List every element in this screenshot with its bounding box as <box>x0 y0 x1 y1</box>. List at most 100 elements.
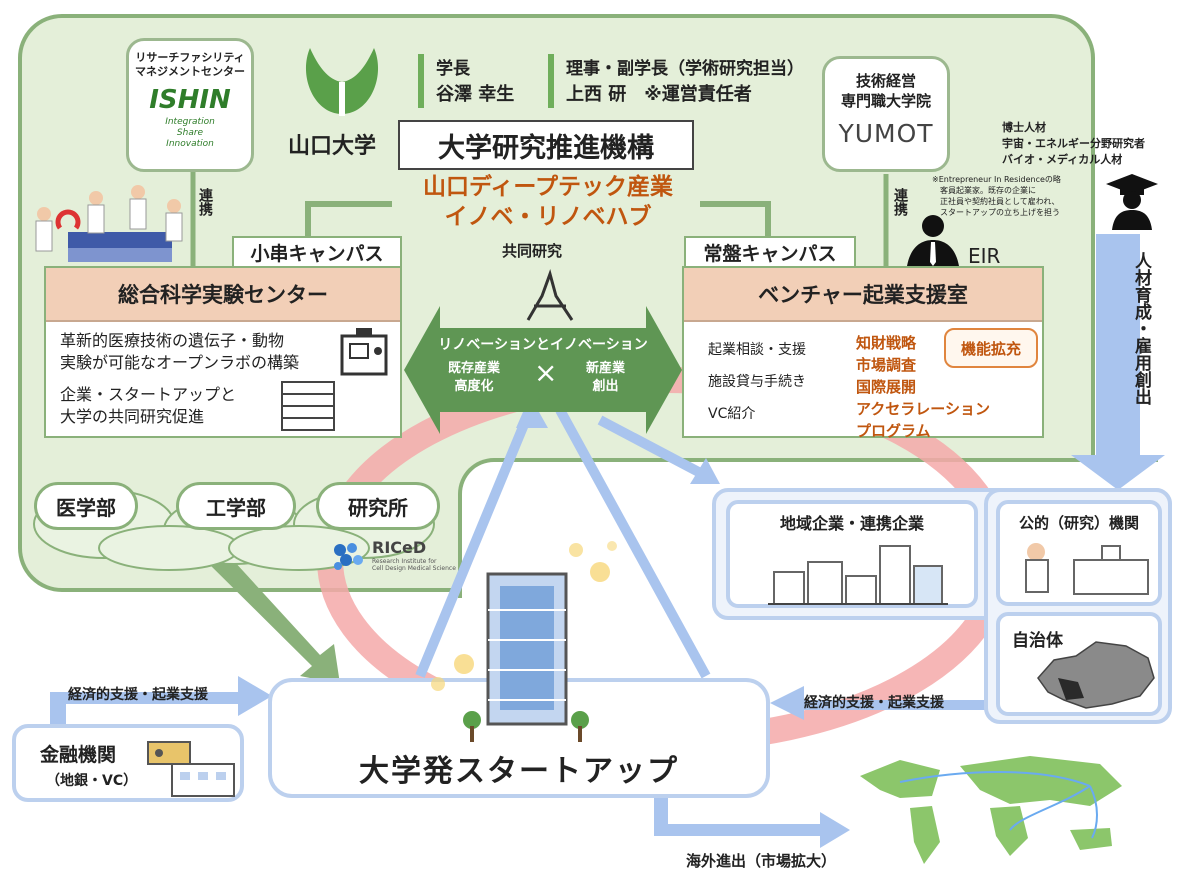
expanded-badge: 機能拡充 <box>944 328 1038 368</box>
right-label-line2: 創出 <box>592 379 619 394</box>
regional-companies-card: 地域企業・連携企業 <box>726 500 978 608</box>
finance-line2: （地銀・VC） <box>46 773 138 789</box>
venture-service-item: VC紹介 <box>708 406 756 422</box>
finance-line1: 金融機関 <box>40 744 117 766</box>
eir-note-line2: 客員起業家。既存の企業に <box>940 186 1036 195</box>
ishin-logo: ISHIN <box>149 85 231 115</box>
kogushi-desc1-line1: 革新的医療技術の遺伝子・動物 <box>60 331 285 350</box>
businessman-icon <box>906 215 960 274</box>
venture-service-item: 施設貸与手続き <box>708 374 806 390</box>
ishin-title-line1: リサーチファシリティ <box>135 51 245 64</box>
expanded-item: 市場調査 <box>856 356 917 374</box>
yumot-card: 技術経営 専門職大学院 YUMOT <box>822 56 950 172</box>
director-role: 理事・副学長（学術研究担当） <box>566 59 804 79</box>
cage-rack-icon <box>281 381 335 431</box>
hub-title-line1: 山口ディープテック産業 <box>422 174 673 200</box>
kogushi-desc2-line2: 大学の共同研究促進 <box>60 407 205 426</box>
left-label: 既存産業 高度化 <box>448 360 500 396</box>
joint-research-label: 共同研究 <box>502 242 563 260</box>
ishin-title-line2: マネジメントセンター <box>135 65 245 78</box>
regional-companies-label: 地域企業・連携企業 <box>779 514 924 533</box>
faculty-medicine: 医学部 <box>34 482 138 530</box>
faculty-institute: 研究所 <box>316 482 440 530</box>
right-label: 新産業 創出 <box>586 360 625 396</box>
connector-left <box>305 201 392 236</box>
ishin-tag1: Integration <box>165 117 215 127</box>
university-name: 山口大学 <box>288 134 377 159</box>
tokiwa-panel: ベンチャー起業支援室 起業相談・支援 施設貸与手続き VC紹介 知財戦略 市場調… <box>682 266 1044 440</box>
talent-list: 博士人材 宇宙・エネルギー分野研究者 バイオ・メディカル人材 <box>1002 120 1145 168</box>
ishin-card: リサーチファシリティ マネジメントセンター ISHIN Integration … <box>126 38 254 172</box>
triangle-line-left <box>415 408 535 678</box>
venture-service-item: 起業相談・支援 <box>708 342 806 358</box>
talent-vertical-label: 人材育成・雇用創出 <box>1131 252 1151 405</box>
overseas-arrow <box>654 790 850 848</box>
kogushi-campus-tab: 小串キャンパス <box>232 236 402 268</box>
science-center-title: 総合科学実験センター <box>46 268 400 322</box>
talent-line2: 宇宙・エネルギー分野研究者 <box>1002 137 1145 150</box>
expanded-item: 国際展開 <box>856 378 917 396</box>
hub-title-line2: イノベ・リノベハブ <box>444 204 652 230</box>
left-label-line2: 高度化 <box>454 379 494 394</box>
municipality-label: 自治体 <box>1012 631 1063 651</box>
startup-label: 大学発スタートアップ <box>359 754 679 789</box>
eir-note: ※Entrepreneur In Residenceの略 客員起業家。既存の企業… <box>932 174 1061 218</box>
finance-card: 金融機関 （地銀・VC） <box>12 724 244 802</box>
overseas-label: 海外進出（市場拡大） <box>686 852 837 870</box>
riced-logo-icon <box>334 543 363 570</box>
president-bar <box>418 54 424 108</box>
bank-and-card-icon <box>147 741 235 797</box>
riced-name: RICeD <box>372 538 427 557</box>
university-emblem-icon <box>305 48 379 116</box>
support-label-right: 経済的支援・起業支援 <box>804 695 944 711</box>
expanded-item: プログラム <box>856 422 931 440</box>
researchers-icon <box>35 185 183 262</box>
sparkle-icon-left <box>431 654 474 691</box>
hands-together-icon <box>526 269 574 321</box>
talent-arrow <box>1071 234 1165 490</box>
director-bar <box>548 54 554 108</box>
yumot-title-line2: 専門職大学院 <box>840 92 931 110</box>
innovation-double-arrow <box>404 306 682 434</box>
trees-icon <box>463 711 589 742</box>
graduate-icon <box>1106 174 1158 230</box>
yumot-title-line1: 技術経営 <box>855 72 916 90</box>
expanded-functions: 知財戦略 市場調査 国際展開 アクセラレーション プログラム <box>856 332 990 442</box>
venture-office-title: ベンチャー起業支援室 <box>684 268 1042 322</box>
right-label-line1: 新産業 <box>586 361 626 376</box>
president-role: 学長 <box>436 59 470 79</box>
faculty-engineering: 工学部 <box>176 482 296 530</box>
president-name: 谷澤 幸生 <box>436 84 515 105</box>
promotion-org: 大学研究推進機構 <box>398 120 694 170</box>
riced-subtitle-line1: Research Institute for <box>372 558 437 565</box>
eir-label: EIR <box>968 244 1001 268</box>
kogushi-panel: 総合科学実験センター 革新的医療技術の遺伝子・動物 実験が可能なオープンラボの構… <box>44 266 402 438</box>
riced-subtitle-line2: Cell Design Medical Science <box>372 565 456 572</box>
talent-line1: 博士人材 <box>1002 121 1046 134</box>
eir-note-line3: 正社員や契約社員として雇われ、 <box>940 197 1060 206</box>
sparkle-icon <box>569 541 617 582</box>
partners-arrowhead <box>690 458 720 484</box>
lab-equipment-icon <box>340 328 388 376</box>
public-institution-card: 公的（研究）機関 <box>996 500 1162 606</box>
triangle-line-right <box>555 407 711 679</box>
ishin-link-label: 連携 <box>197 188 213 216</box>
faculty-to-startup-arrow <box>205 548 340 684</box>
riced-subtitle: Research Institute for Cell Design Medic… <box>372 558 456 572</box>
left-label-line1: 既存産業 <box>448 361 501 376</box>
ishin-tag3: Innovation <box>166 139 214 149</box>
director-name: 上西 研 ※運営責任者 <box>566 84 752 105</box>
kogushi-desc1: 革新的医療技術の遺伝子・動物 実験が可能なオープンラボの構築 <box>60 330 299 374</box>
city-buildings-icon <box>768 545 948 605</box>
eir-note-line1: ※Entrepreneur In Residenceの略 <box>932 175 1061 184</box>
kogushi-desc1-line2: 実験が可能なオープンラボの構築 <box>60 353 300 372</box>
eir-note-line4: スタートアップの立ち上げを担う <box>940 208 1060 217</box>
kogushi-desc2: 企業・スタートアップと 大学の共同研究促進 <box>60 384 236 428</box>
kogushi-desc2-line1: 企業・スタートアップと <box>60 385 237 404</box>
innovation-title: リノベーションとイノベーション <box>438 337 648 353</box>
world-map-icon <box>860 756 1122 864</box>
startup-building-icon <box>486 572 568 726</box>
prefecture-map-icon <box>1037 641 1155 709</box>
expanded-item: アクセラレーション <box>856 400 990 418</box>
ishin-tag2: Share <box>176 128 204 138</box>
